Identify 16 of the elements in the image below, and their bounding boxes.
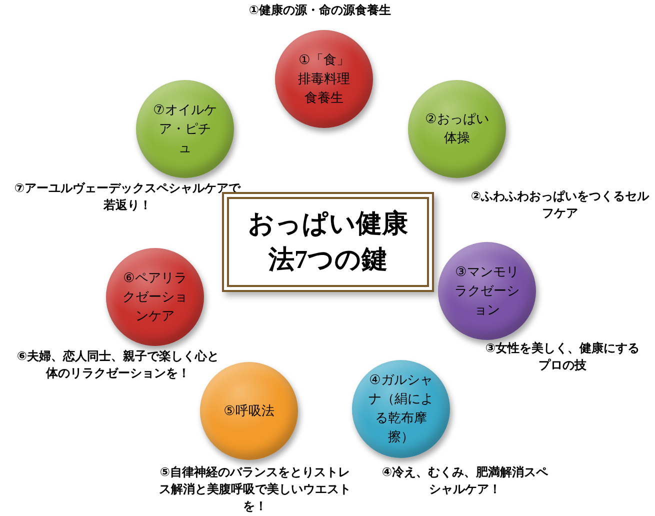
node-label: ⑤自律神経のバランスをとりストレス解消と美腹呼吸で美しいウエストを！ — [158, 464, 352, 515]
node-label: おっぱい健康法7つの鍵 — [247, 208, 409, 276]
circle-text: ⑤呼吸法 — [222, 402, 276, 420]
circle-text: ⑥ペアリラクゼーションケア — [122, 270, 188, 326]
circle-text: ②おっぱい体操 — [425, 111, 489, 148]
node-label: ①健康の源・命の源食養生 — [248, 2, 392, 19]
circle-text: ③マンモリラクゼーション — [454, 264, 520, 320]
title-frame — [222, 192, 434, 292]
circle-text: ⑦オイルケア・ピチュ — [153, 102, 217, 158]
node-label: ②ふわふわおっぱいをつくるセルフケア — [470, 188, 650, 222]
circle-text: ④ガルシャナ（絹による乾布摩擦） — [368, 372, 434, 447]
node-label: ⑥夫婦、恋人同士、親子で楽しく心と体のリラクゼーションを！ — [16, 348, 220, 382]
circle-text: ①「食」排毒料理食養生 — [297, 52, 351, 108]
node-label: ④冷え、むくみ、肥満解消スペシャルケア！ — [380, 464, 550, 498]
circle-node — [438, 242, 536, 340]
node-label: ③女性を美しく、健康にするプロの技 — [484, 340, 641, 374]
